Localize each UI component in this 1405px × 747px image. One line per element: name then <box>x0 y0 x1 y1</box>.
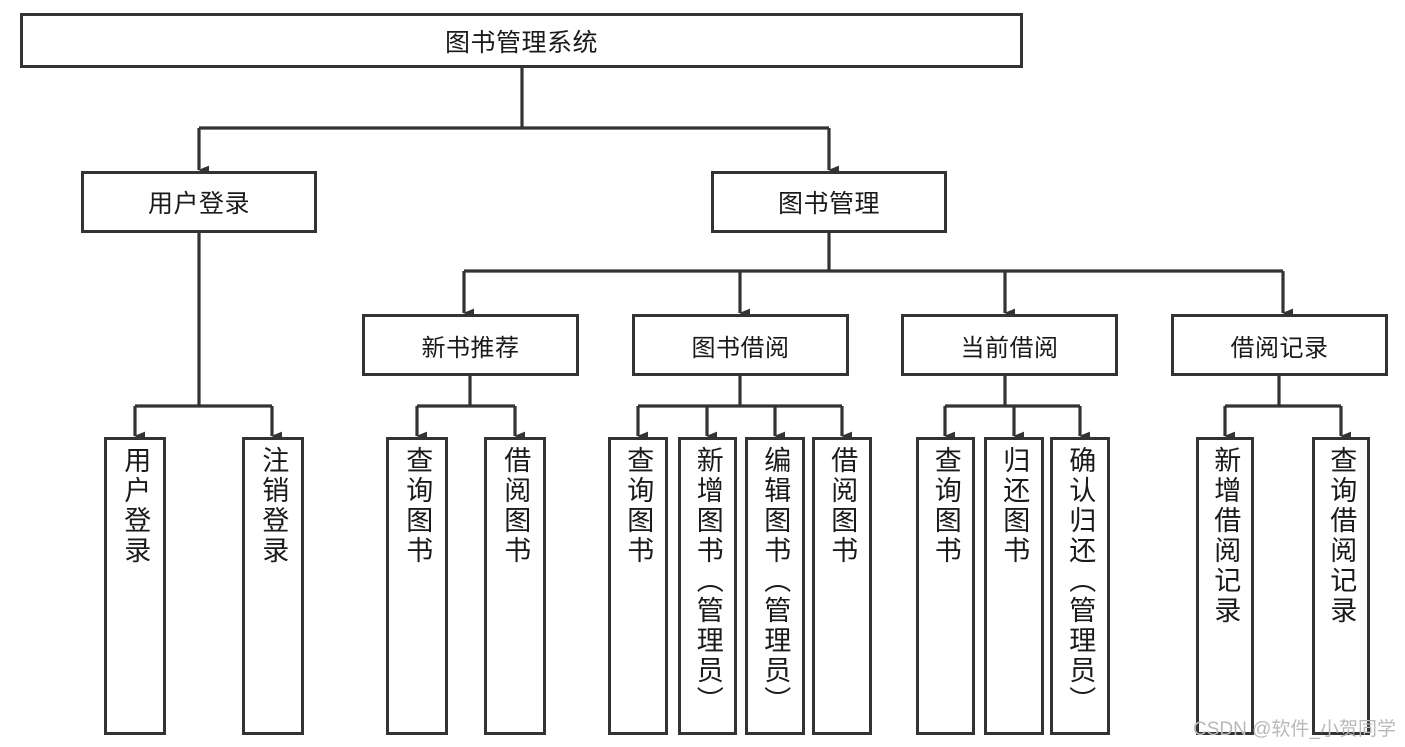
node-leaf-confirm-return-admin-label: 确认归还（管理员） <box>1065 446 1096 716</box>
node-current-borrow-label: 当前借阅 <box>960 334 1059 362</box>
node-leaf-add-borrow-record[interactable]: 新增借阅记录 <box>1196 437 1254 735</box>
node-book-management[interactable]: 图书管理 <box>711 171 947 233</box>
node-current-borrow[interactable]: 当前借阅 <box>901 314 1118 376</box>
node-leaf-add-borrow-record-label: 新增借阅记录 <box>1210 446 1241 626</box>
node-borrow-record-label: 借阅记录 <box>1230 334 1329 362</box>
node-book-management-label: 图书管理 <box>777 190 880 218</box>
node-borrow-record[interactable]: 借阅记录 <box>1171 314 1388 376</box>
node-leaf-confirm-return-admin[interactable]: 确认归还（管理员） <box>1050 437 1110 735</box>
node-leaf-borrow-book-label: 借阅图书 <box>827 446 858 566</box>
node-leaf-query-book-borrow-label: 查询图书 <box>623 446 654 566</box>
node-new-book-recommend-label: 新书推荐 <box>421 334 520 362</box>
node-book-borrow-label: 图书借阅 <box>691 334 790 362</box>
node-leaf-edit-book-admin-label: 编辑图书（管理员） <box>760 446 791 716</box>
node-root-system[interactable]: 图书管理系统 <box>20 13 1023 68</box>
node-leaf-logout-label: 注销登录 <box>258 446 289 566</box>
node-leaf-borrow-book-new[interactable]: 借阅图书 <box>484 437 546 735</box>
node-leaf-user-login[interactable]: 用户登录 <box>104 437 166 735</box>
node-leaf-edit-book-admin[interactable]: 编辑图书（管理员） <box>745 437 805 735</box>
node-leaf-return-book[interactable]: 归还图书 <box>984 437 1044 735</box>
node-leaf-query-borrow-record[interactable]: 查询借阅记录 <box>1312 437 1370 735</box>
node-leaf-user-login-label: 用户登录 <box>120 446 151 566</box>
node-leaf-logout[interactable]: 注销登录 <box>242 437 304 735</box>
node-leaf-query-book-current-label: 查询图书 <box>930 446 961 566</box>
node-leaf-query-book-borrow[interactable]: 查询图书 <box>608 437 668 735</box>
node-leaf-query-book-new-label: 查询图书 <box>402 446 433 566</box>
node-leaf-return-book-label: 归还图书 <box>999 446 1030 566</box>
node-book-borrow[interactable]: 图书借阅 <box>632 314 849 376</box>
node-leaf-query-book-current[interactable]: 查询图书 <box>916 437 975 735</box>
node-user-login[interactable]: 用户登录 <box>81 171 317 233</box>
node-user-login-label: 用户登录 <box>147 190 250 218</box>
node-leaf-add-book-admin[interactable]: 新增图书（管理员） <box>678 437 737 735</box>
node-new-book-recommend[interactable]: 新书推荐 <box>362 314 579 376</box>
node-leaf-borrow-book-new-label: 借阅图书 <box>500 446 531 566</box>
node-root-label: 图书管理系统 <box>444 28 598 57</box>
node-leaf-query-book-new[interactable]: 查询图书 <box>386 437 448 735</box>
node-leaf-query-borrow-record-label: 查询借阅记录 <box>1326 446 1357 626</box>
node-leaf-add-book-admin-label: 新增图书（管理员） <box>692 446 723 716</box>
node-leaf-borrow-book[interactable]: 借阅图书 <box>812 437 872 735</box>
